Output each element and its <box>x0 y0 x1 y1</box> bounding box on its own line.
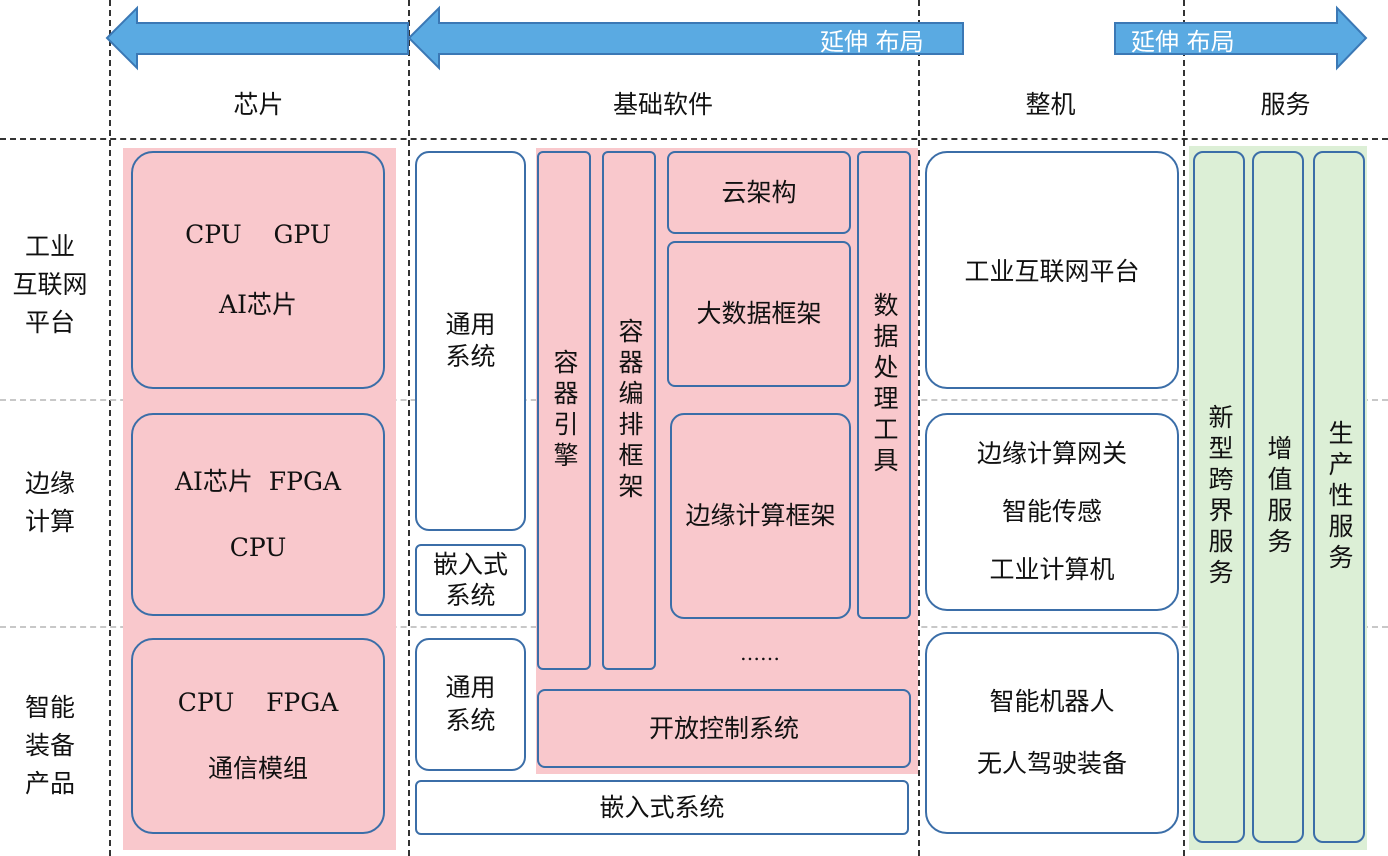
row-label-industrial: 工业 互联网 平台 <box>0 225 100 345</box>
ellipsis: …… <box>740 641 780 665</box>
cloud-architecture-box: 云架构 <box>667 151 851 234</box>
service-productive: 生产性服务 <box>1313 151 1365 843</box>
chip-box-industrial: CPU GPU AI芯片 <box>131 151 385 389</box>
general-system-box-1: 通用 系统 <box>415 151 526 531</box>
container-orchestration-label: 容器编排框架 <box>615 317 644 504</box>
column-header-software: 基础软件 <box>612 90 713 120</box>
data-processing-tools-label: 数据处理工具 <box>870 292 899 478</box>
chip-item: CPU GPU <box>185 220 331 250</box>
right-arrow-icon <box>1114 5 1368 71</box>
machine-box-industrial: 工业互联网平台 <box>925 151 1179 389</box>
data-processing-tools-box: 数据处理工具 <box>857 151 911 619</box>
chip-box-smart: CPU FPGA 通信模组 <box>131 638 385 834</box>
machine-box-smart: 智能机器人 无人驾驶装备 <box>925 632 1179 834</box>
chip-box-edge: AI芯片 FPGA CPU <box>131 413 385 616</box>
service-productive-label: 生产性服务 <box>1325 419 1354 575</box>
embedded-system-box: 嵌入式系统 <box>415 780 909 835</box>
machine-item: 智能传感 <box>1001 497 1102 527</box>
row-label-edge: 边缘 计算 <box>0 462 100 544</box>
column-header-service: 服务 <box>1260 90 1311 120</box>
row-label-line: 平台 <box>24 308 75 337</box>
right-arrow-label: 延伸 布局 <box>1131 28 1235 56</box>
chip-item: 通信模组 <box>207 754 308 783</box>
row-label-line: 边缘 <box>24 469 75 498</box>
edge-computing-framework-box: 边缘计算框架 <box>670 413 851 619</box>
long-left-arrow-icon <box>407 5 964 71</box>
service-value-added-label: 增值服务 <box>1264 435 1293 559</box>
service-new-cross-border-label: 新型跨界服务 <box>1205 404 1234 590</box>
header-divider <box>0 138 1388 140</box>
chip-item: CPU FPGA <box>177 688 339 718</box>
open-control-system-box: 开放控制系统 <box>537 689 911 768</box>
machine-item: 智能机器人 <box>989 687 1115 717</box>
general-system-box-2: 通用 系统 <box>415 638 526 771</box>
chip-item: AI芯片 FPGA <box>174 466 342 496</box>
container-engine-box: 容器引擎 <box>537 151 591 670</box>
container-orchestration-box: 容器编排框架 <box>602 151 656 670</box>
row-label-line: 智能 <box>24 693 75 722</box>
machine-item: 边缘计算网关 <box>976 439 1127 469</box>
service-value-added: 增值服务 <box>1252 151 1304 843</box>
row-label-line: 工业 <box>24 232 75 261</box>
chip-item: AI芯片 <box>219 290 297 319</box>
row-label-line: 计算 <box>24 507 75 536</box>
column-header-machine: 整机 <box>1025 90 1076 120</box>
machine-item: 工业互联网平台 <box>964 257 1140 286</box>
chip-item: CPU <box>229 532 287 562</box>
embedded-system-box-small: 嵌入式 系统 <box>415 544 526 616</box>
divider-software-machine <box>918 0 920 856</box>
divider-left <box>109 0 111 856</box>
left-arrow-label: 延伸 布局 <box>820 28 924 56</box>
row-label-line: 装备 <box>24 731 75 760</box>
machine-item: 无人驾驶装备 <box>976 749 1127 778</box>
row-label-line: 互联网 <box>12 270 88 299</box>
big-data-framework-box: 大数据框架 <box>667 241 851 387</box>
row-label-smart: 智能 装备 产品 <box>0 686 100 806</box>
divider-machine-service <box>1183 0 1185 856</box>
column-header-chip: 芯片 <box>233 90 284 120</box>
row-label-line: 产品 <box>24 769 75 798</box>
service-new-cross-border: 新型跨界服务 <box>1193 151 1245 843</box>
machine-item: 工业计算机 <box>989 554 1115 584</box>
machine-box-edge: 边缘计算网关 智能传感 工业计算机 <box>925 413 1179 611</box>
arrows <box>105 5 1368 71</box>
divider-chip-software <box>408 0 410 856</box>
left-arrow-icon <box>105 5 409 71</box>
container-engine-label: 容器引擎 <box>550 348 579 473</box>
